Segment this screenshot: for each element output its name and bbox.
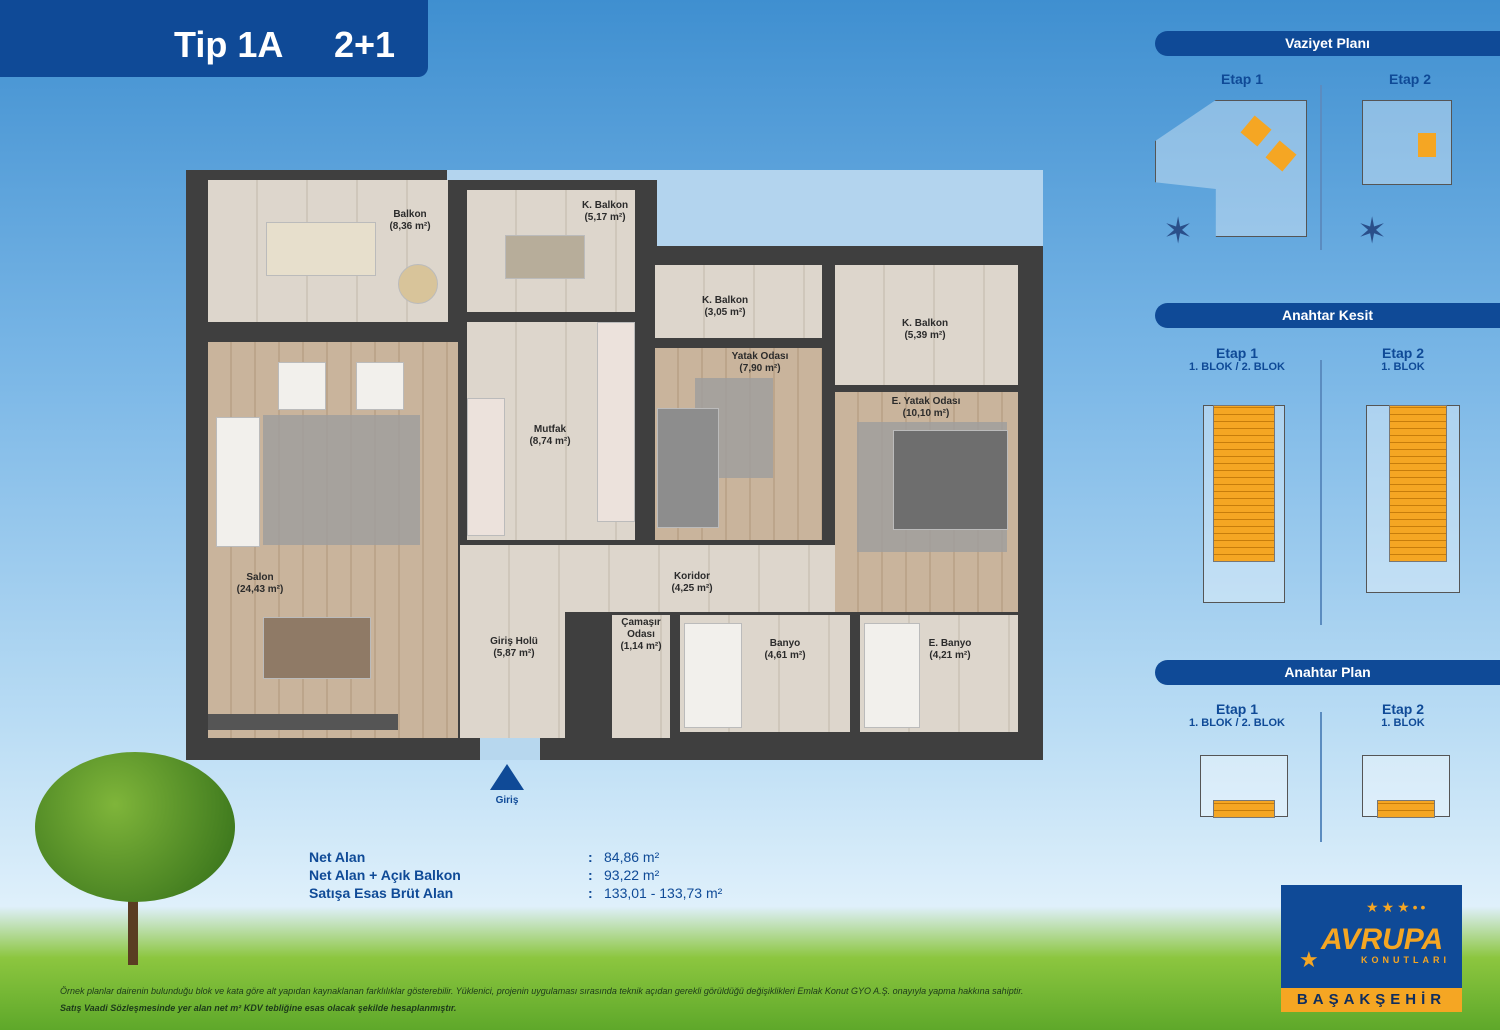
site-plan-etap2 — [1362, 100, 1452, 185]
block-highlight — [1418, 133, 1436, 157]
plan-type-header: Tip 1A 2+1 — [0, 0, 428, 77]
room-label: Yatak Odası(7,90 m²) — [731, 351, 789, 374]
counter — [467, 398, 505, 536]
keyplan-highlight — [1213, 800, 1275, 818]
room-banyo — [680, 615, 850, 732]
room-label: K. Balkon(5,17 m²) — [581, 200, 629, 223]
bed — [893, 430, 1008, 530]
tree-trunk — [128, 850, 138, 965]
colon: : — [588, 867, 593, 883]
armchair — [356, 362, 404, 410]
area-value: 84,86 m² — [604, 849, 660, 865]
table — [505, 235, 585, 279]
area-value: 93,22 m² — [604, 867, 660, 883]
room-label: Banyo(4,61 m²) — [764, 638, 806, 661]
star-icon: ★ — [1299, 947, 1319, 972]
etap1-label: Etap 1 — [1220, 71, 1264, 87]
logo-location: BAŞAKŞEHİR — [1281, 988, 1462, 1012]
vaziyet-plani-header: Vaziyet Planı — [1155, 31, 1500, 56]
compass-icon: ✶ — [1357, 210, 1388, 251]
room-label: K. Balkon(5,39 m²) — [901, 318, 949, 341]
colon: : — [588, 885, 593, 901]
room-giris-holu — [460, 612, 565, 738]
armchair — [398, 264, 438, 304]
room-label: E. Banyo(4,21 m²) — [928, 638, 972, 661]
tv-unit — [208, 714, 398, 730]
room-label: Koridor(4,25 m²) — [671, 571, 713, 594]
entrance-arrow-icon — [490, 764, 524, 790]
plan-cutout — [447, 170, 657, 180]
armchair — [278, 362, 326, 410]
logo-brand: AVRUPA — [1321, 923, 1444, 956]
area-label: Satışa Esas Brüt Alan — [309, 885, 454, 901]
room-layout: 2+1 — [334, 24, 396, 65]
anahtar-kesit-header: Anahtar Kesit — [1155, 303, 1500, 328]
room-label: E. Yatak Odası(10,10 m²) — [891, 396, 961, 419]
bed — [657, 408, 719, 528]
room-k-balkon-3 — [835, 265, 1018, 385]
room-label: K. Balkon(3,05 m²) — [701, 295, 749, 318]
etap2-label: Etap 2 — [1388, 71, 1432, 87]
room-mutfak — [467, 322, 635, 540]
sofa — [216, 417, 260, 547]
room-salon — [208, 342, 458, 738]
plan-type: Tip 1A — [174, 24, 284, 65]
dining-table — [263, 617, 371, 679]
logo-sub: KONUTLARI — [1361, 955, 1450, 965]
room-camasir-odasi — [612, 615, 670, 738]
area-value: 133,01 - 133,73 m² — [604, 885, 723, 901]
room-e-yatak-odasi — [835, 392, 1018, 612]
room-label: Mutfak(8,74 m²) — [529, 424, 571, 447]
rug — [263, 415, 420, 545]
stars-icon: ★★★•• — [1366, 899, 1429, 915]
divider — [1320, 85, 1322, 250]
divider — [1320, 712, 1322, 842]
section-highlight — [1389, 405, 1447, 562]
room-label: Giriş Holü(5,87 m²) — [490, 636, 538, 659]
dining-table — [266, 222, 376, 276]
disclaimer: Satış Vaadi Sözleşmesinde yer alan net m… — [60, 1003, 457, 1013]
room-yatak-odasi — [655, 348, 822, 540]
anahtar-plan-header: Anahtar Plan — [1155, 660, 1500, 685]
room-koridor — [460, 545, 835, 612]
plan-cutout — [657, 170, 1043, 246]
room-k-balkon-2 — [655, 265, 822, 338]
room-balkon — [208, 180, 448, 322]
entrance-label: Giriş — [495, 795, 519, 806]
entrance-door-opening — [480, 738, 540, 760]
colon: : — [588, 849, 593, 865]
area-label: Net Alan — [309, 849, 366, 865]
room-k-balkon-1 — [467, 190, 635, 312]
room-label: Salon(24,43 m²) — [236, 572, 284, 595]
room-label: Balkon(8,36 m²) — [389, 209, 431, 232]
area-label: Net Alan + Açık Balkon — [309, 867, 461, 883]
room-e-banyo — [860, 615, 1018, 732]
compass-icon: ✶ — [1163, 210, 1194, 251]
tree-icon — [35, 752, 235, 902]
section-highlight — [1213, 405, 1275, 562]
bathtub — [864, 623, 920, 728]
divider — [1320, 360, 1322, 625]
counter — [597, 322, 635, 522]
disclaimer: Örnek planlar dairenin bulunduğu blok ve… — [60, 986, 1024, 996]
avrupa-konutlari-logo: ★★★•• AVRUPA KONUTLARI ★ BAŞAKŞEHİR — [1281, 885, 1462, 1012]
bathtub — [684, 623, 742, 728]
keyplan-highlight — [1377, 800, 1435, 818]
